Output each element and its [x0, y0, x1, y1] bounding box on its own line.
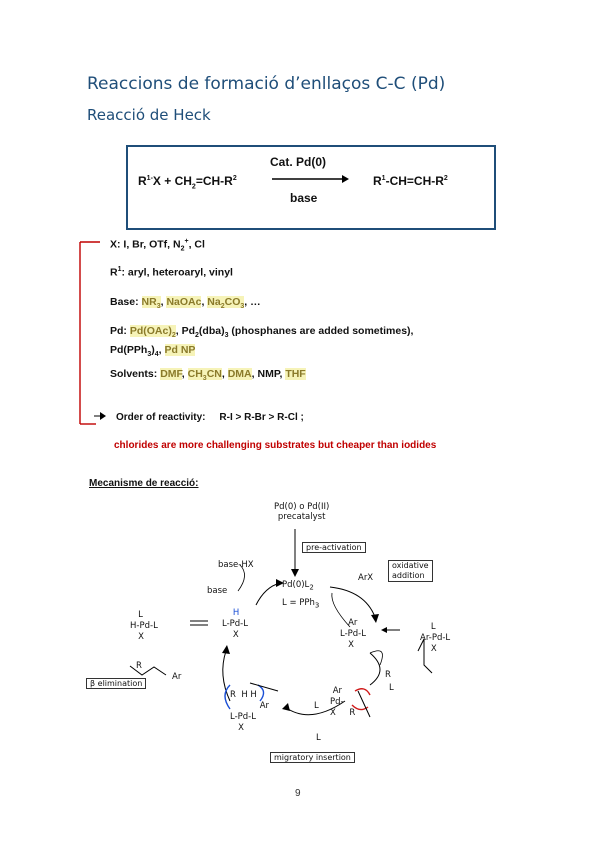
cond-x: X: I, Br, OTf, N2+, Cl: [110, 238, 205, 253]
alkene-product-ar: Ar: [172, 672, 182, 682]
preactivation-label: pre-activation: [302, 542, 366, 553]
scheme-product: R1-CH=CH-R2: [373, 174, 448, 188]
cond-pd: Pd: Pd(OAc)2, Pd2(dba)3 (phosphanes are …: [110, 325, 414, 359]
cond-base: Base: NR3, NaOAc, Na2CO3, …: [110, 296, 261, 311]
page-heading: Reaccions de formació d’enllaços C-C (Pd…: [87, 74, 446, 94]
arx-label: ArX: [358, 573, 374, 583]
scheme-arrow: [272, 175, 349, 183]
hydride-complex: H L-Pd-L X: [222, 608, 248, 640]
cond-r1: R1: aryl, heteroaryl, vinyl: [110, 266, 233, 279]
base-hx-label: base-HX: [218, 560, 254, 570]
hpdl-complex: L H-Pd-L X: [130, 610, 158, 642]
pi-complex: Ar Pd- X R: [330, 686, 356, 718]
pd0-label: Pd(0)L2: [282, 580, 314, 592]
mechanism-diagram: [129, 529, 433, 718]
alkene-product-r: R: [136, 661, 142, 671]
arpd-complex: Ar L-Pd-L X: [340, 618, 366, 650]
precatalyst-label: Pd(0) o Pd(II)precatalyst: [274, 502, 330, 522]
ligand-def-label: L = PPh3: [282, 598, 320, 610]
migratory-insertion-label: migratory insertion: [270, 752, 355, 763]
cond-solvents: Solvents: DMF, CH3CN, DMA, NMP, THF: [110, 368, 306, 383]
mechanism-title: Mecanisme de reacció:: [89, 478, 199, 489]
scheme-base: base: [290, 191, 318, 205]
scheme-reactants: R1-X + CH2=CH-R2: [138, 174, 237, 191]
heck-scheme-box: [126, 145, 496, 230]
arpd-right-complex: L Ar-Pd-L X: [420, 622, 451, 654]
section-heading: Reacció de Heck: [87, 106, 211, 124]
conditions-bracket: [79, 241, 106, 425]
scheme-catalyst: Cat. Pd(0): [270, 155, 327, 169]
beta-elimination-label: β elimination: [86, 678, 147, 689]
alkyl-pd-complex: R H H Ar L-Pd-L X: [230, 690, 270, 733]
released-l: L: [316, 733, 321, 743]
base-label: base: [207, 586, 228, 596]
substrate-r: R: [385, 670, 391, 680]
page-number: 9: [295, 788, 301, 799]
pi-complex-l: L: [314, 701, 319, 711]
cond-note: chlorides are more challenging substrate…: [114, 440, 437, 451]
substrate-l: L: [389, 683, 394, 693]
cond-reactivity: Order of reactivity: R-I > R-Br > R-Cl ;: [116, 412, 304, 423]
